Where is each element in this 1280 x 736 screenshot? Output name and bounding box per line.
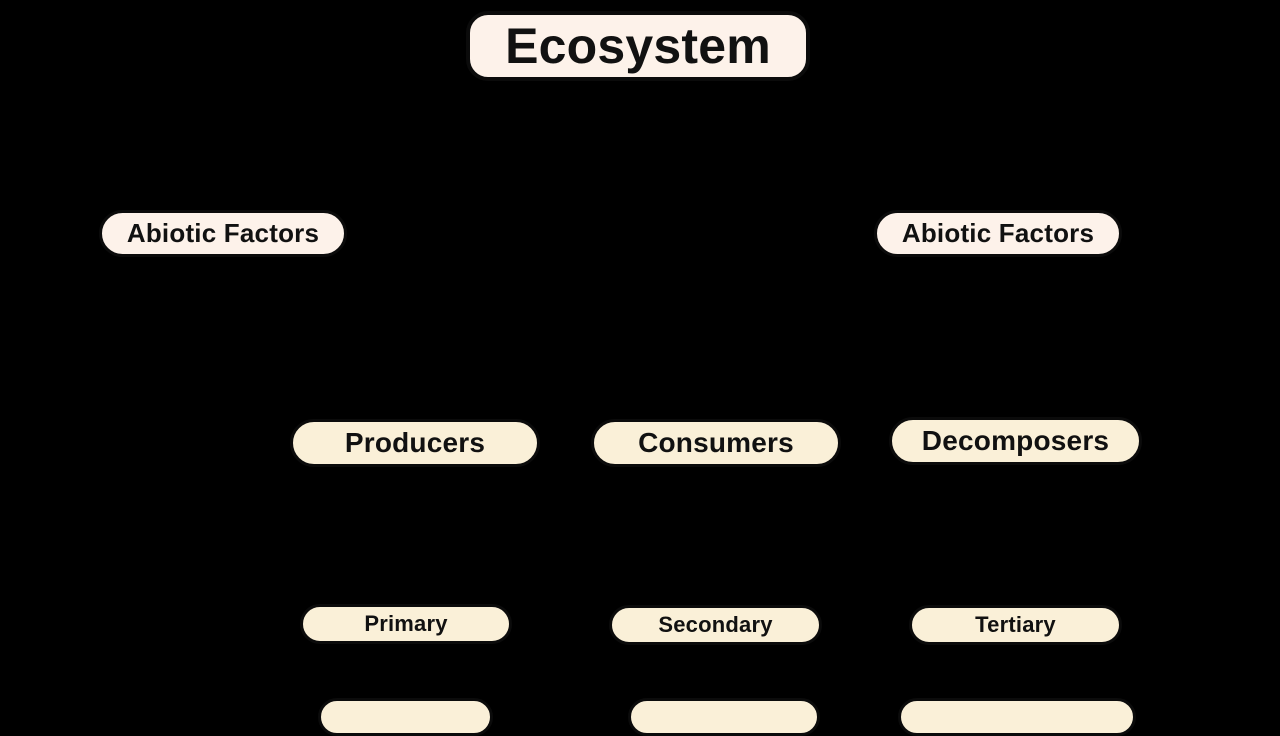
node-clipped-left[interactable] <box>318 698 493 736</box>
node-primary[interactable]: Primary <box>300 604 512 644</box>
node-producers[interactable]: Producers <box>290 419 540 467</box>
edge-abiotic-right-to-consumers <box>714 257 1000 419</box>
node-secondary[interactable]: Secondary <box>609 605 822 645</box>
edge-abiotic-left-to-producers <box>221 257 417 419</box>
node-consumers[interactable]: Consumers <box>591 419 841 467</box>
node-clipped-middle[interactable] <box>628 698 820 736</box>
edge-root-to-abiotic-right <box>636 81 1000 210</box>
diagram-canvas: Ecosystem Abiotic Factors Abiotic Factor… <box>99 11 1142 736</box>
node-abiotic-factors-left[interactable]: Abiotic Factors <box>99 210 347 257</box>
edge-root-to-abiotic-left <box>221 81 640 210</box>
node-abiotic-factors-right[interactable]: Abiotic Factors <box>874 210 1122 257</box>
node-decomposers[interactable]: Decomposers <box>889 417 1142 465</box>
node-clipped-right[interactable] <box>898 698 1136 736</box>
node-tertiary[interactable]: Tertiary <box>909 605 1122 645</box>
edge-producers-to-primary <box>404 467 417 604</box>
node-ecosystem[interactable]: Ecosystem <box>466 11 810 81</box>
